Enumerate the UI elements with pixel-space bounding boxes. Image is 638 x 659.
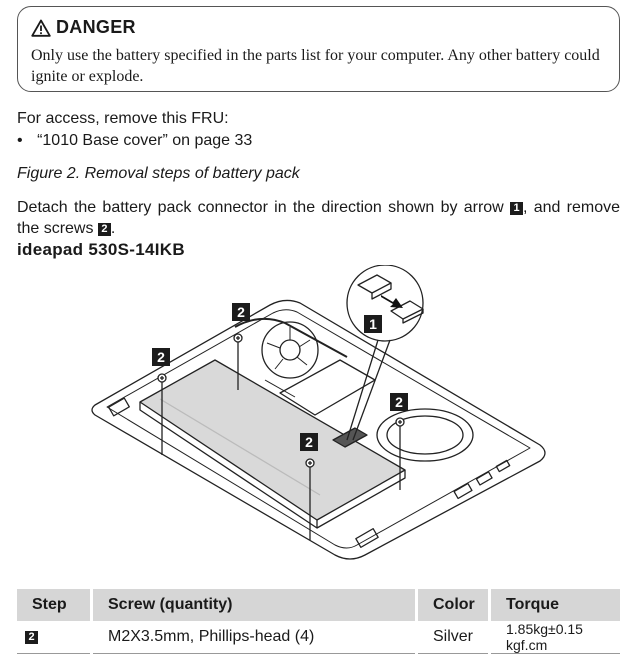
table-row: 2 M2X3.5mm, Phillips-head (4) Silver 1.8… — [17, 621, 620, 654]
cell-screw: M2X3.5mm, Phillips-head (4) — [90, 621, 417, 654]
cell-torque: 1.85kg±0.15 kgf.cm — [488, 621, 620, 654]
danger-text: Only use the battery specified in the pa… — [31, 47, 600, 85]
cell-step: 2 — [17, 621, 92, 654]
speaker-disc — [376, 408, 474, 462]
danger-notice: DANGER Only use the battery specified in… — [17, 6, 620, 92]
screw-icon-3 — [305, 458, 315, 468]
column-header-color: Color — [415, 589, 490, 621]
svg-text:2: 2 — [305, 434, 313, 450]
svg-text:1: 1 — [369, 316, 377, 332]
instruction-text: Detach the battery pack connector in the… — [17, 197, 620, 239]
step-2-badge: 2 — [25, 631, 38, 644]
screw-icon-1 — [157, 373, 167, 383]
danger-heading: DANGER — [31, 17, 136, 38]
svg-text:2: 2 — [157, 349, 165, 365]
arrow-icon — [381, 295, 403, 308]
svg-text:2: 2 — [395, 394, 403, 410]
step-1-badge: 1 — [510, 202, 523, 215]
danger-title: DANGER — [56, 17, 136, 37]
callout-2c: 2 — [390, 393, 408, 411]
warning-triangle-icon — [31, 19, 51, 37]
instruction-part-1: Detach the battery pack connector in the… — [17, 199, 504, 216]
battery-removal-diagram: 1 2 2 2 2 — [91, 265, 546, 560]
callout-1: 1 — [364, 315, 382, 333]
column-header-screw: Screw (quantity) — [90, 589, 417, 621]
screw-icon-2 — [233, 333, 243, 343]
chassis-outline — [91, 299, 546, 560]
model-name: ideapad 530S-14IKB — [17, 240, 185, 259]
instruction-part-2: , and remove the screws — [17, 199, 620, 237]
callout-2b: 2 — [152, 348, 170, 366]
cooling-fan — [261, 321, 319, 379]
callout-2a: 2 — [232, 303, 250, 321]
access-list-item: • “1010 Base cover” on page 33 — [17, 130, 252, 151]
cell-color: Silver — [415, 621, 490, 654]
connector-magnifier — [346, 265, 424, 342]
instruction-part-3: . — [110, 220, 116, 237]
figure-caption: Figure 2. Removal steps of battery pack — [17, 165, 300, 182]
column-header-step: Step — [17, 589, 92, 621]
column-header-torque: Torque — [488, 589, 620, 621]
table-header-row: Step Screw (quantity) Color Torque — [17, 589, 620, 621]
bullet: • — [17, 132, 23, 149]
screw-table: Step Screw (quantity) Color Torque 2 M2X… — [17, 589, 620, 654]
step-2-badge: 2 — [97, 223, 111, 236]
callout-2d: 2 — [300, 433, 318, 451]
screw-icon-4 — [395, 417, 405, 427]
svg-text:2: 2 — [237, 304, 245, 320]
access-intro: For access, remove this FRU: — [17, 110, 229, 127]
access-link[interactable]: “1010 Base cover” on page 33 — [37, 132, 253, 149]
